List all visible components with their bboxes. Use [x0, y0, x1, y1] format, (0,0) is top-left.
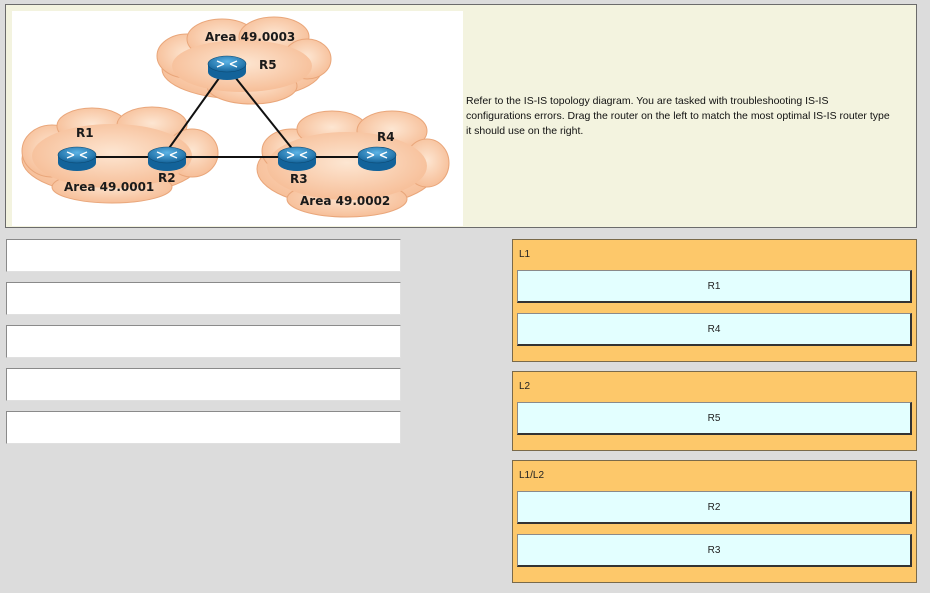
drop-slot-5[interactable] — [6, 411, 401, 444]
area-label-49-0001: Area 49.0001 — [64, 180, 154, 194]
group-l2[interactable]: L2 R5 — [512, 371, 917, 451]
question-panel: Area 49.0003 Area 49.0001 Area 49.0002 R… — [5, 4, 917, 228]
router-label-r2: R2 — [158, 171, 176, 185]
drop-slot-1[interactable] — [6, 239, 401, 272]
drop-slot-4[interactable] — [6, 368, 401, 401]
group-l1[interactable]: L1 R1 R4 — [512, 239, 917, 362]
group-label-l1-l2: L1/L2 — [519, 470, 545, 481]
drag-item-r2[interactable]: R2 — [517, 491, 912, 524]
router-label-r5: R5 — [259, 58, 277, 72]
group-label-l1: L1 — [519, 249, 531, 260]
drop-slot-2[interactable] — [6, 282, 401, 315]
router-label-r4: R4 — [377, 130, 395, 144]
area-label-49-0003: Area 49.0003 — [205, 30, 295, 44]
drop-slot-3[interactable] — [6, 325, 401, 358]
drag-item-r4[interactable]: R4 — [517, 313, 912, 346]
router-r2-icon — [147, 146, 187, 171]
router-r1-icon — [57, 146, 97, 171]
router-r4-icon — [357, 146, 397, 171]
router-label-r3: R3 — [290, 172, 308, 186]
router-label-r1: R1 — [76, 126, 94, 140]
router-r5-icon — [207, 55, 247, 80]
drag-item-r1[interactable]: R1 — [517, 270, 912, 303]
group-l1-l2[interactable]: L1/L2 R2 R3 — [512, 460, 917, 583]
area-label-49-0002: Area 49.0002 — [300, 194, 390, 208]
topology-svg: Area 49.0003 Area 49.0001 Area 49.0002 R… — [21, 16, 450, 218]
group-label-l2: L2 — [519, 381, 531, 392]
instructions-text: Refer to the IS-IS topology diagram. You… — [466, 95, 890, 137]
topology-diagram: Area 49.0003 Area 49.0001 Area 49.0002 R… — [12, 11, 463, 226]
drag-item-r5[interactable]: R5 — [517, 402, 912, 435]
drag-item-r3[interactable]: R3 — [517, 534, 912, 567]
router-r3-icon — [277, 146, 317, 171]
